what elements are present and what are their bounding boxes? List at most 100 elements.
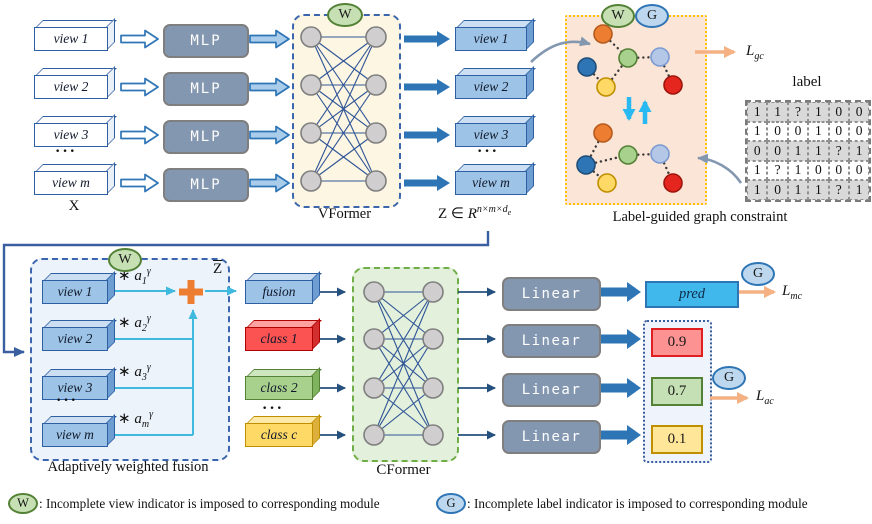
input-view-m-label: view m (52, 175, 90, 190)
linear-block-2: Linear (502, 324, 601, 358)
fusion-view-2-box: view 2 (42, 318, 117, 351)
fusion-view-1-label: view 1 (57, 284, 93, 299)
z-sup-sub: e (507, 208, 512, 217)
loss-mc-sub: mc (790, 291, 803, 302)
weight-base: a (134, 268, 142, 284)
linear-block-4: Linear (502, 420, 601, 454)
class-2-box: class 2 (245, 367, 322, 400)
label-matrix-cell: 1 (848, 141, 870, 161)
graph-g-badge: G (635, 4, 669, 28)
weight-sup: γ (146, 362, 151, 373)
label-matrix-cell: 0 (828, 160, 849, 180)
pred-label: pred (678, 286, 706, 302)
fusion-caption: Adaptively weighted fusion (47, 459, 209, 475)
open-arrow-view-to-mlp (120, 77, 159, 97)
solid-arrow-vformer-to-view (404, 127, 450, 143)
linear-label: Linear (521, 429, 582, 445)
label-matrix-cell: 0 (808, 160, 829, 180)
weight-sup: γ (146, 313, 151, 324)
fusion-view-m-box: view m (42, 414, 117, 447)
z-bar-label: Z (213, 261, 223, 277)
weight-sup: γ (146, 266, 151, 277)
legend-g: G: Incomplete label indicator is imposed… (436, 493, 808, 514)
label-matrix-cell: 1 (808, 102, 829, 122)
solid-arrow-linear-out (601, 425, 641, 445)
vformer-w-badge: W (327, 3, 363, 27)
linear-label: Linear (521, 382, 582, 398)
z-r: R (467, 206, 477, 222)
input-view-1-label: view 1 (53, 31, 89, 46)
graph-constraint-module (565, 15, 707, 205)
weight-star: ∗ (118, 364, 135, 380)
class-2-label: class 2 (260, 380, 298, 395)
solid-arrow-linear-out (601, 329, 641, 349)
embed-view-2-label: view 2 (473, 79, 509, 94)
weight-sup: γ (149, 409, 154, 420)
label-matrix-cell: 0 (747, 141, 768, 161)
score-g-badge: G (712, 366, 746, 390)
loss-gc: Lgc (746, 43, 764, 62)
label-matrix-cell: 0 (848, 160, 870, 180)
input-view-2-box: view 2 (34, 66, 117, 99)
label-matrix-cell: 0 (767, 180, 788, 200)
linear-block-1: Linear (502, 277, 601, 311)
label-matrix-cell: 1 (787, 180, 809, 200)
embed-view-3-label: view 3 (473, 127, 509, 142)
legend-w-badge: W (8, 493, 38, 514)
legend-w: W: Incomplete view indicator is imposed … (8, 493, 380, 514)
fusion-token-label: fusion (262, 284, 296, 299)
label-matrix-cell: ? (828, 180, 849, 200)
fusion-view-m-label: view m (56, 427, 94, 442)
cformer-caption: CFormer (376, 462, 431, 478)
weight-a3: ∗ a3γ (118, 362, 151, 383)
class-c-box: class c (245, 414, 322, 447)
label-matrix-cell: 1 (808, 121, 829, 141)
pred-g-badge: G (741, 262, 775, 286)
loss-ac-base: L (756, 388, 765, 404)
solid-arrow-vformer-to-view (404, 79, 450, 95)
solid-arrow-linear-out (601, 378, 641, 398)
solid-arrow-linear-out (601, 282, 641, 302)
graph-constraint-caption: Label-guided graph constraint (612, 209, 788, 225)
score-01-box: 0.1 (651, 425, 703, 454)
score-09-box: 0.9 (651, 328, 703, 357)
input-view-3-box: view 3 (34, 114, 117, 147)
label-matrix-cell: 1 (848, 180, 870, 200)
solid-arrow-vformer-to-view (404, 175, 450, 191)
fusion-view-1-box: view 1 (42, 271, 117, 304)
linear-label: Linear (521, 333, 582, 349)
weight-star: ∗ (118, 315, 135, 331)
label-matrix-cell: 1 (808, 141, 829, 161)
fusion-view-3-box: view 3 (42, 367, 117, 400)
open-arrow-view-to-mlp (120, 125, 159, 145)
label-matrix-cell: 0 (767, 121, 788, 141)
weight-base: a (134, 364, 142, 380)
z-base: Z ∈ (438, 206, 468, 222)
weight-a2: ∗ a2γ (118, 313, 151, 334)
weight-sub: m (141, 419, 150, 430)
weight-star: ∗ (118, 411, 135, 427)
label-matrix-cell: 1 (808, 180, 829, 200)
class-ellipsis: ··· (262, 400, 285, 417)
legend-g-badge: G (436, 493, 466, 514)
label-matrix-title: label (792, 74, 822, 90)
open-arrow-mlp-to-vformer (249, 29, 290, 49)
open-arrow-mlp-to-vformer (249, 125, 290, 145)
label-matrix-cell: 0 (828, 121, 849, 141)
fusion-w-badge: W (108, 248, 142, 272)
mlp-label: MLP (190, 177, 222, 193)
mlp-block-1: MLP (163, 24, 249, 58)
mlp-label: MLP (190, 81, 222, 97)
fusion-view-3-label: view 3 (57, 380, 93, 395)
legend-w-text: : Incomplete view indicator is imposed t… (39, 495, 380, 511)
fusion-view-2-label: view 2 (57, 331, 93, 346)
label-matrix-cell: 1 (747, 102, 768, 122)
embed-views-ellipsis: ··· (477, 143, 500, 160)
label-matrix-cell: 1 (787, 160, 809, 180)
label-matrix-cell: 1 (747, 180, 768, 200)
label-matrix-cell: 0 (828, 102, 849, 122)
linear-block-3: Linear (502, 373, 601, 407)
mlp-label: MLP (190, 33, 222, 49)
